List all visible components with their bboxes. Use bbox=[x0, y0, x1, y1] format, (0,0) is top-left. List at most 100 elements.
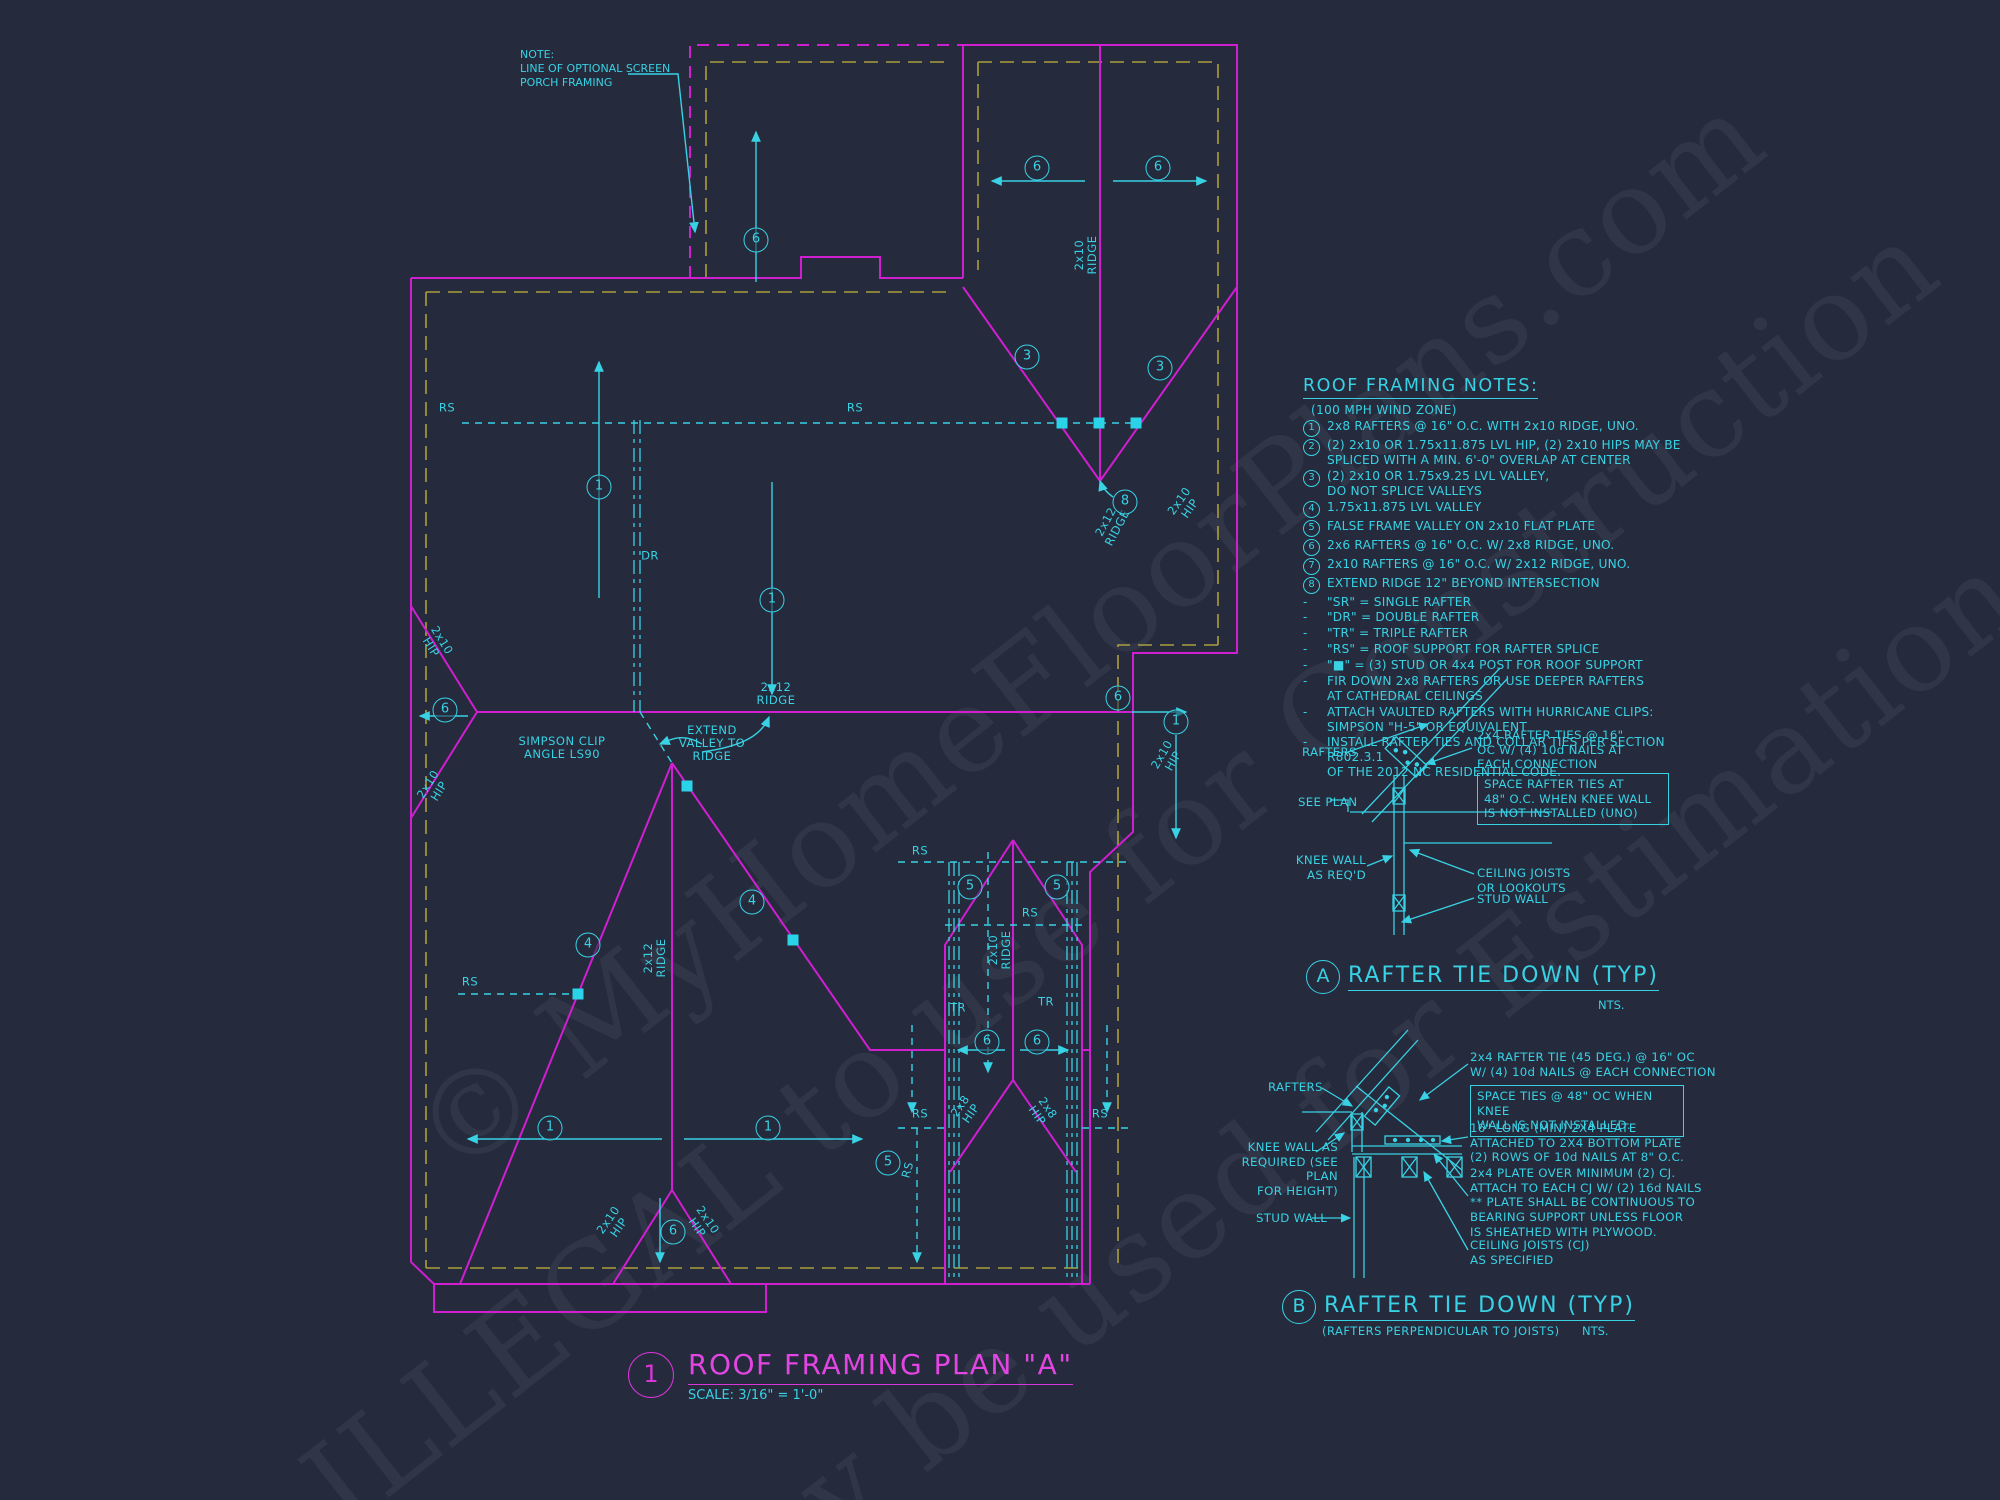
note-item: - "DR" = DOUBLE RAFTER bbox=[1303, 610, 1703, 625]
note-text: "SR" = SINGLE RAFTER bbox=[1327, 594, 1472, 609]
plan-label: RS bbox=[1091, 1106, 1109, 1121]
drawing-scale: SCALE: 3/16" = 1'-0" bbox=[688, 1388, 824, 1403]
callout-marker: 6 bbox=[1145, 155, 1171, 181]
callout-marker: 3 bbox=[1014, 344, 1040, 370]
callout-marker: 1 bbox=[755, 1115, 781, 1141]
note-bullet: - bbox=[1303, 626, 1308, 641]
detail-b-scale: NTS. bbox=[1582, 1324, 1609, 1338]
plan-label: RS bbox=[461, 974, 479, 989]
note-item: - ATTACH VAULTED RAFTERS WITH HURRICANE … bbox=[1303, 705, 1703, 735]
note-bullet: 7 bbox=[1303, 557, 1327, 575]
note-item: - "■" = (3) STUD OR 4x4 POST FOR ROOF SU… bbox=[1303, 658, 1703, 673]
note-item: 3 (2) 2x10 OR 1.75x9.25 LVL VALLEY, DO N… bbox=[1303, 469, 1703, 499]
optional-screen-porch-outline bbox=[689, 44, 963, 278]
dashed-annotation-lines bbox=[458, 422, 1136, 1264]
roof-outline bbox=[410, 44, 1238, 1313]
callout-marker: 6 bbox=[432, 697, 458, 723]
note-text: 2x8 RAFTERS @ 16" O.C. WITH 2x10 RIDGE, … bbox=[1327, 419, 1639, 433]
note-text: FALSE FRAME VALLEY ON 2x10 FLAT PLATE bbox=[1327, 518, 1596, 533]
callout-marker: 1 bbox=[586, 474, 612, 500]
roof-support-posts bbox=[572, 417, 1142, 1000]
callout-marker: 5 bbox=[1044, 874, 1070, 900]
plan-label: DR bbox=[641, 548, 659, 563]
detail-a-see-plan-label: SEE PLAN bbox=[1298, 795, 1358, 809]
note-bullet: - bbox=[1303, 704, 1308, 719]
detail-b-drawing bbox=[1302, 1029, 1469, 1278]
callout-marker: 8 bbox=[1112, 489, 1138, 515]
note-item: - FIR DOWN 2x8 RAFTERS OR USE DEEPER RAF… bbox=[1303, 674, 1703, 704]
note-bullet: - bbox=[1303, 658, 1308, 672]
note-bullet: - bbox=[1303, 610, 1308, 625]
plan-label: RS bbox=[846, 400, 864, 415]
note-item: - "SR" = SINGLE RAFTER bbox=[1303, 595, 1703, 610]
detail-a-rafters-label: RAFTERS bbox=[1302, 745, 1357, 759]
note-item: 6 2x6 RAFTERS @ 16" O.C. W/ 2x8 RIDGE, U… bbox=[1303, 538, 1703, 556]
note-text: 2x6 RAFTERS @ 16" O.C. W/ 2x8 RIDGE, UNO… bbox=[1327, 537, 1615, 552]
note-text: "■" = (3) STUD OR 4x4 POST FOR ROOF SUPP… bbox=[1327, 658, 1643, 672]
plan-label: 2x12 RIDGE bbox=[756, 679, 796, 707]
detail-a-letter: A bbox=[1306, 960, 1340, 994]
note-bullet: 2 bbox=[1303, 438, 1327, 468]
callout-marker: 6 bbox=[743, 227, 769, 253]
detail-b-title: B RAFTER TIE DOWN (TYP) bbox=[1282, 1290, 1635, 1324]
detail-a-scale: NTS. bbox=[1598, 998, 1625, 1012]
notes-title: ROOF FRAMING NOTES: bbox=[1303, 376, 1539, 399]
note-bullet: 1 bbox=[1303, 419, 1327, 437]
callout-marker: 6 bbox=[1024, 1029, 1050, 1055]
callout-marker: 5 bbox=[957, 874, 983, 900]
note-bullet: 3 bbox=[1303, 469, 1327, 499]
roof-support-post bbox=[1093, 417, 1105, 429]
note-text: (2) 2x10 OR 1.75x9.25 LVL VALLEY, DO NOT… bbox=[1327, 468, 1550, 498]
note-bullet: - bbox=[1303, 642, 1308, 657]
note-text: "RS" = ROOF SUPPORT FOR RAFTER SPLICE bbox=[1327, 642, 1600, 657]
detail-b-plate16-label: 16" LONG (MIN) 2X4 PLATE ATTACHED TO 2X4… bbox=[1470, 1121, 1685, 1165]
plan-label: SIMPSON CLIP ANGLE LS90 bbox=[518, 733, 606, 761]
plan-label: 2x12 RIDGE bbox=[640, 938, 668, 978]
callout-marker: 1 bbox=[1163, 709, 1189, 735]
callout-marker: 3 bbox=[1147, 355, 1173, 381]
note-text: FIR DOWN 2x8 RAFTERS OR USE DEEPER RAFTE… bbox=[1327, 673, 1645, 703]
note-text: ATTACH VAULTED RAFTERS WITH HURRICANE CL… bbox=[1327, 704, 1654, 734]
note-item: 4 1.75x11.875 LVL VALLEY bbox=[1303, 500, 1703, 518]
note-bullet: 4 bbox=[1303, 500, 1327, 518]
note-item: - INSTALL RAFTER TIES AND COLLAR TIES PE… bbox=[1303, 735, 1703, 780]
plan-label: 2x10 RIDGE bbox=[1071, 235, 1099, 275]
note-text: INSTALL RAFTER TIES AND COLLAR TIES PER … bbox=[1327, 735, 1665, 780]
note-bullet: 5 bbox=[1303, 519, 1327, 537]
drawing-number-badge: 1 bbox=[628, 1352, 674, 1398]
note-item: 7 2x10 RAFTERS @ 16" O.C. W/ 2x12 RIDGE,… bbox=[1303, 557, 1703, 575]
detail-b-letter: B bbox=[1282, 1290, 1316, 1324]
detail-a-stud-wall-label: STUD WALL bbox=[1477, 892, 1549, 906]
plan-label: TR bbox=[949, 1000, 967, 1015]
detail-a-ties-label: 2x4 RAFTER TIES @ 16" OC W/ (4) 10d NAIL… bbox=[1477, 728, 1624, 772]
note-bullet: - bbox=[1303, 673, 1308, 688]
callout-marker: 6 bbox=[1024, 155, 1050, 181]
callout-marker: 1 bbox=[759, 587, 785, 613]
detail-b-ceiling-joists-label: CEILING JOISTS (CJ) AS SPECIFIED bbox=[1470, 1238, 1590, 1267]
roof-support-post bbox=[681, 780, 693, 792]
roof-framing-notes-panel: ROOF FRAMING NOTES: (100 MPH WIND ZONE) … bbox=[1303, 376, 1703, 781]
detail-a-ceiling-joists-label: CEILING JOISTS OR LOOKOUTS bbox=[1477, 866, 1571, 895]
detail-b-rafters-label: RAFTERS bbox=[1268, 1080, 1323, 1094]
note-bullet: - bbox=[1303, 735, 1308, 750]
detail-b-subtitle: (RAFTERS PERPENDICULAR TO JOISTS) bbox=[1322, 1324, 1560, 1338]
callout-marker: 6 bbox=[660, 1219, 686, 1245]
note-item: 1 2x8 RAFTERS @ 16" O.C. WITH 2x10 RIDGE… bbox=[1303, 419, 1703, 437]
note-text: 1.75x11.875 LVL VALLEY bbox=[1327, 499, 1482, 514]
callout-marker: 4 bbox=[739, 889, 765, 915]
note-item: - "TR" = TRIPLE RAFTER bbox=[1303, 626, 1703, 641]
detail-b-stud-wall-label: STUD WALL bbox=[1256, 1211, 1328, 1225]
note-text: 2x10 RAFTERS @ 16" O.C. W/ 2x12 RIDGE, U… bbox=[1327, 556, 1631, 571]
detail-a-knee-wall-label: KNEE WALL AS REQ'D bbox=[1295, 853, 1366, 882]
callout-marker: 5 bbox=[875, 1150, 901, 1176]
note-text: "DR" = DOUBLE RAFTER bbox=[1327, 610, 1480, 625]
plan-label: TR bbox=[1037, 994, 1055, 1009]
wall-below-lines bbox=[425, 61, 1219, 1269]
roof-support-post bbox=[787, 934, 799, 946]
callout-marker: 1 bbox=[537, 1115, 563, 1141]
detail-a-title-text: RAFTER TIE DOWN (TYP) bbox=[1348, 963, 1659, 991]
roof-support-post bbox=[1056, 417, 1068, 429]
note-bullet: 8 bbox=[1303, 576, 1327, 594]
plan-label: EXTEND VALLEY TO RIDGE bbox=[678, 723, 746, 764]
